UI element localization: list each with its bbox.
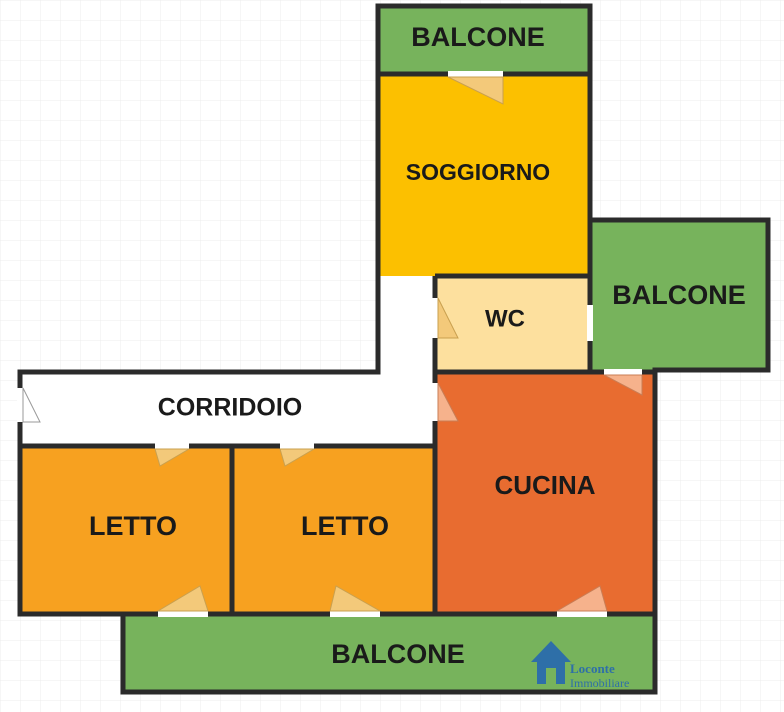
door-opening: [604, 369, 642, 375]
logo-line-2: Immobiliare: [570, 676, 629, 690]
door-opening: [432, 298, 438, 338]
room-letto-2: [232, 446, 435, 614]
room-corridoio: [20, 276, 435, 446]
label-balcone-right: BALCONE: [612, 280, 746, 310]
door-swing: [555, 585, 608, 612]
house-door-icon: [546, 668, 556, 684]
door-opening: [432, 383, 438, 421]
room-cucina: [435, 370, 655, 614]
door-swing: [447, 76, 504, 105]
label-cucina: CUCINA: [494, 470, 595, 500]
door-opening: [158, 611, 208, 617]
door-swing: [329, 585, 382, 612]
room-wc: [435, 276, 590, 370]
label-letto-2: LETTO: [301, 511, 389, 541]
door-opening: [587, 305, 593, 341]
door-opening: [330, 611, 380, 617]
label-wc: WC: [485, 305, 525, 332]
door-swing: [437, 382, 459, 422]
logo: Loconte Immobiliare: [531, 641, 629, 690]
door-opening: [557, 611, 607, 617]
door-swing: [279, 448, 316, 467]
label-balcone-top: BALCONE: [411, 22, 545, 52]
door-swing: [22, 387, 41, 423]
door-opening: [448, 71, 503, 77]
room-balcone-right: [590, 220, 768, 370]
door-swing: [603, 374, 643, 396]
door-swing: [154, 448, 191, 467]
label-soggiorno: SOGGIORNO: [406, 159, 550, 185]
door-opening: [155, 443, 189, 449]
door-opening: [280, 443, 314, 449]
room-soggiorno: [378, 74, 590, 276]
door-swing: [156, 585, 209, 612]
door-swing: [437, 297, 459, 339]
label-balcone-bottom: BALCONE: [331, 639, 465, 669]
logo-line-1: Loconte: [570, 661, 615, 676]
doors: [17, 71, 643, 617]
label-letto-1: LETTO: [89, 511, 177, 541]
room-letto-1: [20, 446, 232, 614]
house-icon: [531, 641, 571, 684]
door-opening: [17, 388, 23, 422]
label-corridoio: CORRIDOIO: [158, 394, 302, 422]
room-balcone-bottom: [123, 614, 655, 692]
room-balcone-top: [378, 6, 590, 74]
